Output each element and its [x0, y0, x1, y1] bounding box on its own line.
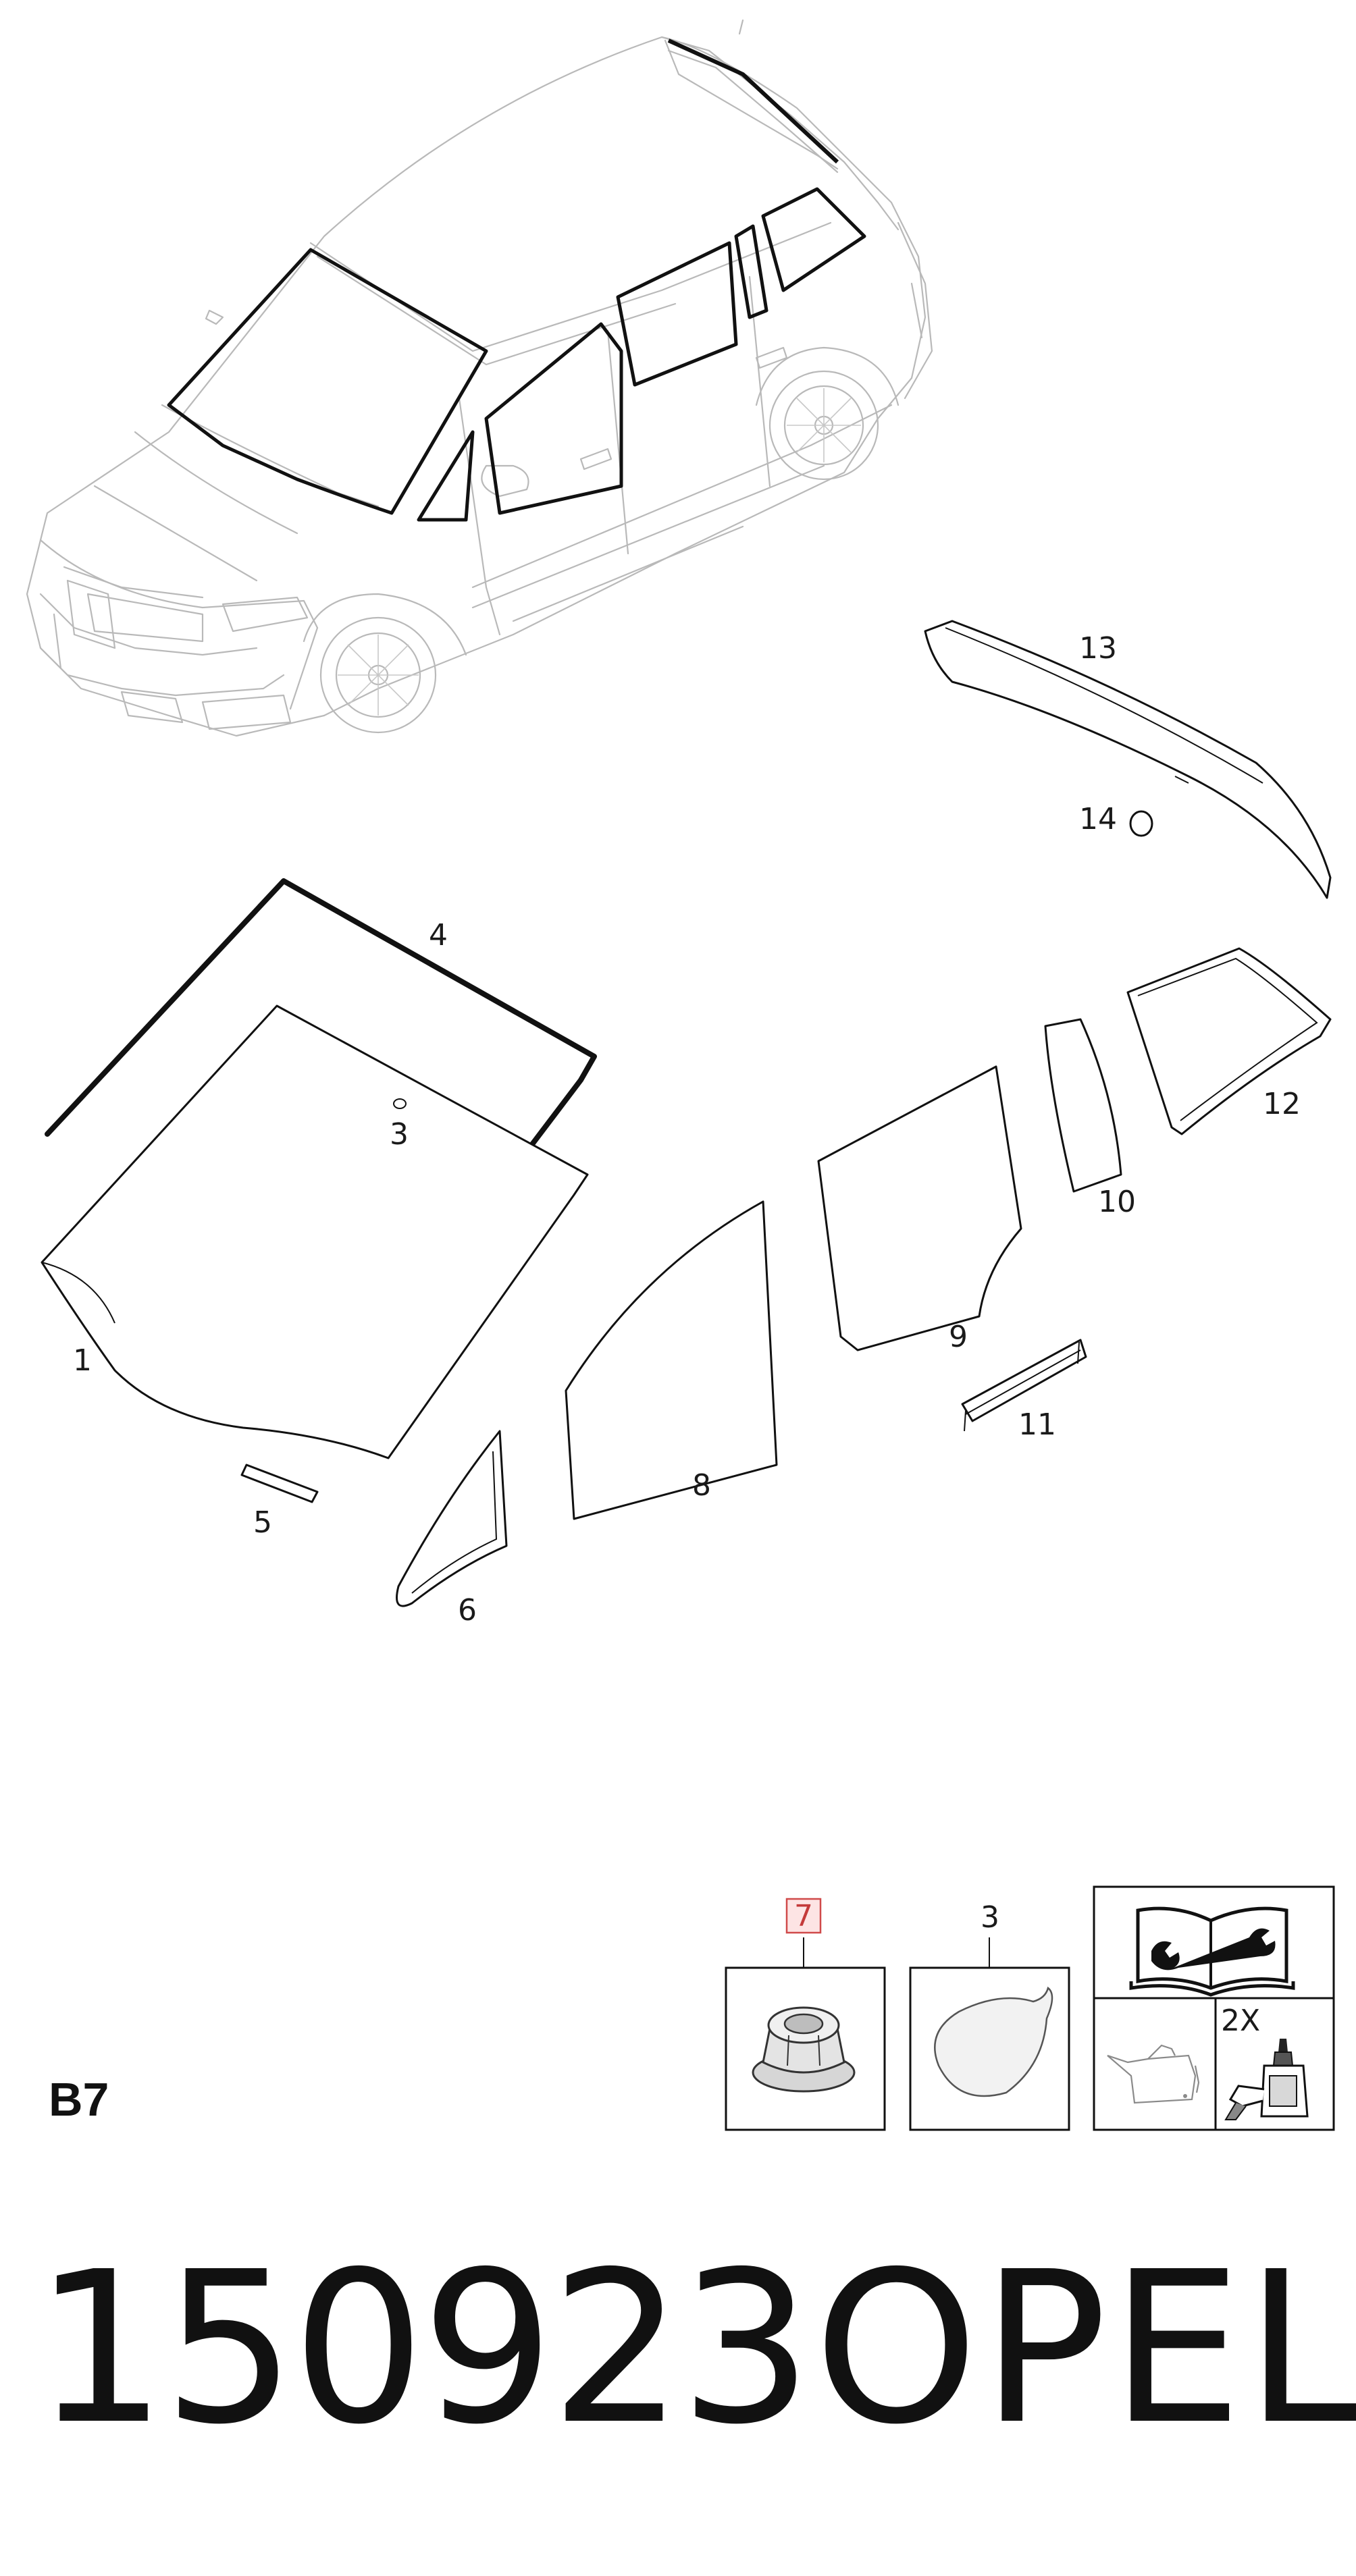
- front-door-glass-part: [565, 1200, 778, 1520]
- callout-14: 14: [1079, 802, 1117, 836]
- windscreen-part: [41, 1004, 589, 1459]
- rear-side-window-part: [1126, 947, 1332, 1135]
- detail-box-nut: 7: [725, 1898, 886, 2131]
- callout-10: 10: [1098, 1185, 1136, 1219]
- adhesive-patch-icon: [934, 1986, 1053, 2097]
- callout-8: 8: [692, 1468, 711, 1503]
- section-code: B7: [49, 2073, 109, 2126]
- vehicle-overview: [26, 19, 933, 737]
- front-quarter-glass-part: [396, 1430, 508, 1607]
- callout-9: 9: [949, 1320, 968, 1354]
- rear-door-glass-part: [817, 1065, 1022, 1351]
- exploded-parts: [41, 620, 1332, 1607]
- callout-12: 12: [1263, 1087, 1301, 1121]
- quantity-label: 2X: [1221, 2004, 1260, 2038]
- callout-7: 7: [794, 1899, 813, 1933]
- service-manual-icon: [1129, 1906, 1295, 1997]
- trim-strip-part: [240, 1464, 319, 1503]
- callout-13: 13: [1079, 631, 1117, 666]
- rear-fixed-glass-part: [1044, 1018, 1122, 1193]
- callout-labels: 13 14 4 3 1 5 6 8 9 10 11 12: [73, 631, 1301, 1628]
- tool-icon: [1151, 1928, 1276, 1970]
- door-rail-part: [961, 1339, 1087, 1422]
- detail-box-patch: 3: [909, 1900, 1070, 2131]
- callout-5: 5: [253, 1505, 272, 1540]
- cap-part: [1129, 810, 1153, 837]
- catalog-number: 150923: [34, 2227, 812, 2471]
- callout-4: 4: [429, 918, 448, 952]
- callout-3-detail: 3: [981, 1900, 999, 1935]
- flange-nut-icon: [752, 2006, 856, 2093]
- glue-cartridge-icon: [1224, 2039, 1309, 2120]
- callout-1: 1: [73, 1343, 92, 1378]
- callout-6: 6: [458, 1593, 477, 1628]
- callout-11: 11: [1018, 1407, 1056, 1442]
- rear-spoiler-part: [924, 620, 1332, 899]
- oil-can-icon: [1107, 2044, 1200, 2104]
- detail-box-notes: 2X: [1093, 1885, 1335, 2131]
- brand-name: OPEL: [814, 2227, 1356, 2471]
- callout-3: 3: [390, 1117, 409, 1152]
